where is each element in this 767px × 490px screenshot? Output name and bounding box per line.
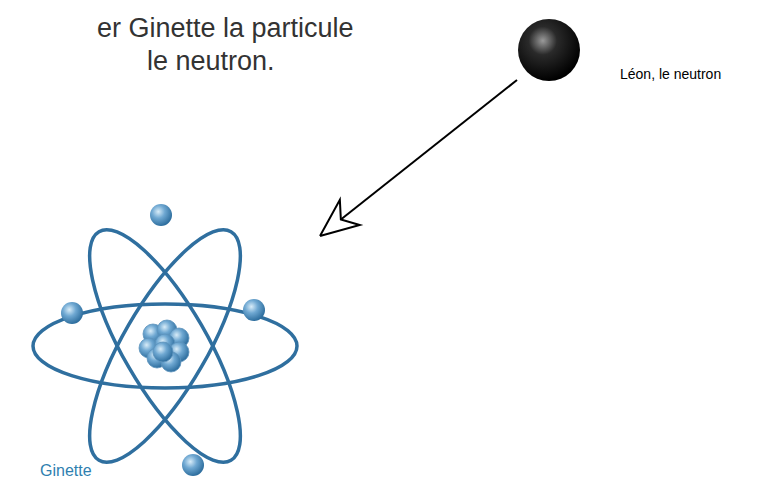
orbits: [33, 211, 297, 482]
node-label: Léon, le neutron: [620, 66, 721, 82]
neutron-ball: [518, 19, 580, 81]
node-label: Ginette: [40, 462, 92, 480]
atom-illustration: [30, 196, 320, 486]
arrow-shaft: [341, 80, 517, 219]
neutron-node: Léon, le neutron: [515, 16, 760, 88]
nucleus: [139, 320, 189, 372]
caption-text: er Ginette la particule: [97, 12, 354, 44]
atom-node: Ginette: [30, 196, 320, 486]
arrow-connector: [320, 80, 517, 236]
electrons: [61, 204, 265, 476]
arrow-head: [320, 200, 360, 236]
caption-text: le neutron.: [147, 45, 275, 77]
